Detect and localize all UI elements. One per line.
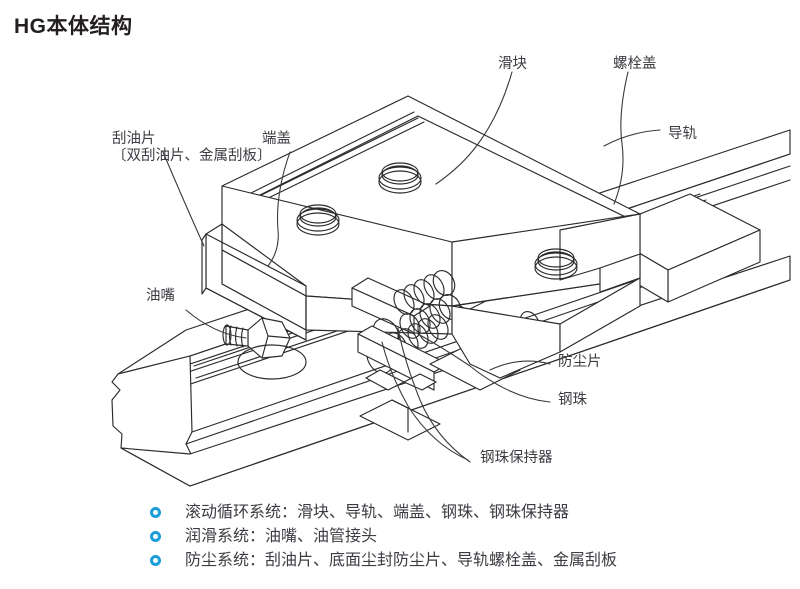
page-title: HG本体结构 (14, 15, 133, 38)
callout-bolt-cover-label: 螺栓盖 (613, 56, 657, 72)
leader-ball-retainer-a (381, 341, 469, 461)
bullet-circle-icon (150, 507, 161, 518)
callout-scraper-label: 刮油片 (112, 131, 156, 147)
callout-rail-label: 导轨 (668, 126, 697, 142)
callout-bolt-cover: 螺栓盖 (613, 56, 657, 73)
leader-lines (162, 71, 661, 463)
legend-item-rolling-system: 滚动循环系统：滑块、导轨、端盖、钢珠、钢珠保持器 (150, 502, 800, 526)
bullet-circle-icon (150, 555, 161, 566)
callout-grease-nipple-label: 油嘴 (146, 288, 175, 304)
callout-steel-ball: 钢珠 (558, 392, 587, 409)
callout-grease-nipple: 油嘴 (146, 288, 175, 305)
mounting-holes (296, 162, 578, 280)
callout-dust-seal: 防尘片 (558, 354, 602, 371)
carriage-block (221, 95, 641, 335)
callout-dust-seal-label: 防尘片 (558, 354, 602, 370)
leader-steel-ball (417, 333, 551, 403)
callout-ball-retainer-label: 钢珠保持器 (480, 450, 553, 466)
leader-rail (603, 129, 661, 147)
callout-scraper-sublabel: 〔双刮油片、金属刮板〕 (112, 147, 272, 164)
grease-nipple (222, 317, 307, 380)
callout-block: 滑块 (498, 56, 527, 73)
linear-guide-illustration (111, 71, 791, 487)
callout-ball-retainer: 钢珠保持器 (480, 450, 553, 467)
leader-end-cap (267, 151, 291, 267)
system-legend: 滚动循环系统：滑块、导轨、端盖、钢珠、钢珠保持器 润滑系统：油嘴、油管接头 防尘… (150, 502, 800, 574)
callout-scraper: 刮油片 〔双刮油片、金属刮板〕 (112, 131, 272, 164)
callout-end-cap: 端盖 (262, 131, 291, 148)
callout-block-label: 滑块 (498, 56, 527, 72)
dust-seal-strip (359, 343, 521, 441)
linear-guide-diagram (0, 34, 800, 494)
leader-grease-nipple (185, 309, 247, 339)
callout-end-cap-label: 端盖 (262, 131, 291, 147)
legend-text-lubrication-system: 润滑系统：油嘴、油管接头 (185, 528, 378, 545)
legend-item-lubrication-system: 润滑系统：油嘴、油管接头 (150, 526, 800, 550)
leader-ball-retainer-b (397, 327, 471, 463)
leader-scraper (162, 151, 205, 247)
callout-rail: 导轨 (668, 126, 697, 143)
leader-bolt-cover (613, 71, 629, 205)
leader-dust-seal (489, 360, 551, 371)
bullet-circle-icon (150, 531, 161, 542)
leader-block (435, 71, 513, 185)
scraper-plate (201, 233, 207, 295)
callout-steel-ball-label: 钢珠 (558, 392, 587, 408)
ball-chain-assembly (351, 270, 462, 391)
legend-text-rolling-system: 滚动循环系统：滑块、导轨、端盖、钢珠、钢珠保持器 (185, 504, 570, 521)
carriage-bottom-tongue (451, 277, 641, 379)
legend-text-dustproof-system: 防尘系统：刮油片、底面尘封防尘片、导轨螺栓盖、金属刮板 (185, 552, 618, 569)
legend-item-dustproof-system: 防尘系统：刮油片、底面尘封防尘片、导轨螺栓盖、金属刮板 (150, 550, 800, 574)
